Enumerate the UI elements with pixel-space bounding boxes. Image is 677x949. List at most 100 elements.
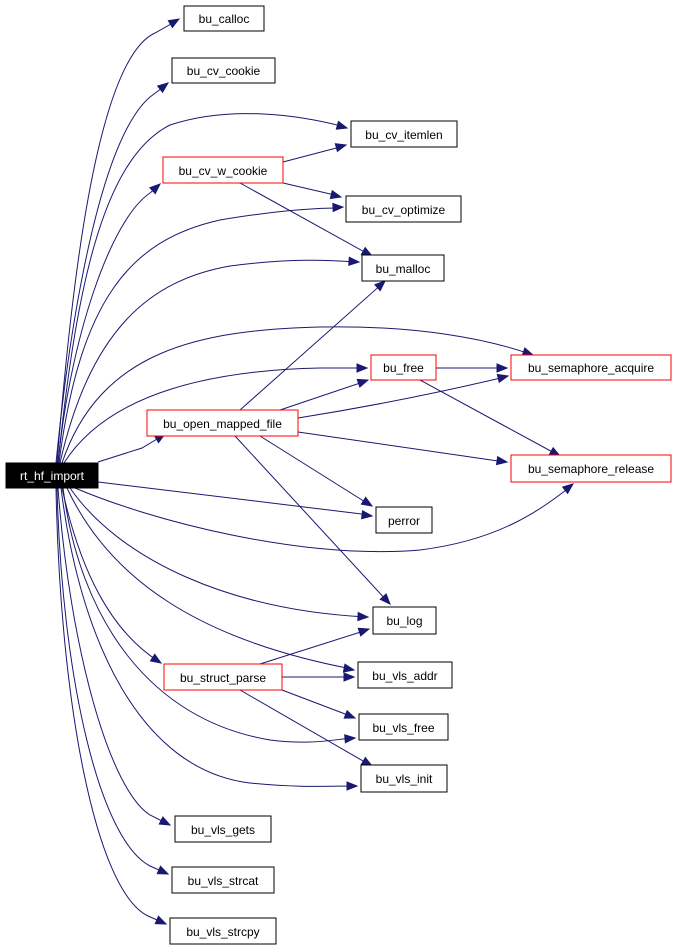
node-label: rt_hf_import — [20, 469, 85, 483]
node-label: bu_cv_itemlen — [365, 128, 442, 142]
node-bu-log[interactable]: bu_log — [372, 606, 437, 635]
edge-struct-parse-vls-free-line — [281, 689, 354, 718]
edge-root-struct-parse-line — [61, 487, 159, 662]
edge-omf-perror-arrowhead — [360, 496, 374, 507]
edge-root-malloc-arrowhead — [348, 256, 361, 267]
edge-root-cv-optimize-arrowhead — [332, 202, 345, 213]
edge-root-vls-init-line — [60, 487, 356, 787]
edge-omf-free — [279, 378, 370, 411]
node-label: bu_vls_strcpy — [186, 925, 259, 939]
edge-omf-free-line — [279, 380, 367, 411]
edge-root-cv-itemlen-line — [57, 113, 346, 464]
edge-root-free-line — [63, 367, 364, 464]
edge-root-vls-gets-line — [57, 487, 169, 825]
edge-struct-parse-vls-addr-arrowhead — [343, 672, 356, 682]
node-label: bu_malloc — [376, 262, 431, 276]
edge-omf-malloc-arrowhead — [374, 280, 387, 292]
edge-struct-parse-log-arrowhead — [357, 627, 371, 637]
edge-root-log — [69, 487, 370, 622]
edge-root-perror-arrowhead — [360, 510, 374, 520]
node-bu-calloc[interactable]: bu_calloc — [183, 5, 265, 32]
edge-omf-malloc-line — [239, 282, 384, 411]
edge-root-vls-addr — [66, 487, 356, 673]
node-label: bu_log — [386, 614, 422, 628]
edge-root-cv-cookie — [55, 82, 170, 464]
edge-root-cv-itemlen-arrowhead — [335, 120, 349, 130]
edge-root-vls-strcpy-line — [55, 487, 165, 924]
edge-root-vls-strcpy-arrowhead — [154, 915, 168, 925]
edge-struct-parse-vls-free — [281, 689, 357, 719]
edge-free-sem-acquire-arrowhead — [496, 363, 509, 373]
edge-root-cv-w-cookie — [57, 183, 162, 464]
edge-omf-perror — [259, 435, 374, 507]
node-bu-vls-free[interactable]: bu_vls_free — [358, 713, 449, 741]
edge-omf-sem-release-line — [297, 431, 506, 463]
node-bu-cv-itemlen[interactable]: bu_cv_itemlen — [350, 120, 458, 148]
edge-root-cv-itemlen — [57, 113, 349, 464]
node-bu-semaphore-release[interactable]: bu_semaphore_release — [510, 454, 672, 483]
node-bu-vls-init[interactable]: bu_vls_init — [360, 764, 448, 793]
edge-root-free — [63, 363, 369, 464]
node-label: bu_vls_init — [376, 772, 433, 786]
node-label: bu_vls_free — [372, 721, 434, 735]
edge-root-calloc-arrowhead — [167, 18, 181, 29]
edge-root-struct-parse — [61, 487, 163, 664]
edge-struct-parse-vls-init-line — [239, 689, 371, 766]
node-label: bu_struct_parse — [180, 671, 266, 685]
node-rt-hf-import[interactable]: rt_hf_import — [5, 462, 99, 489]
node-bu-vls-addr[interactable]: bu_vls_addr — [357, 661, 453, 689]
edge-root-vls-free — [62, 487, 357, 744]
edge-omf-log-arrowhead — [379, 593, 391, 605]
edge-root-cv-optimize-line — [58, 207, 341, 464]
edge-root-open-mapped — [97, 433, 167, 463]
edge-root-sem-acquire — [61, 326, 535, 464]
edge-cv-w-cookie-itemlen — [282, 143, 348, 163]
node-bu-vls-strcat[interactable]: bu_vls_strcat — [171, 866, 275, 894]
node-bu-cv-w-cookie[interactable]: bu_cv_w_cookie — [162, 156, 284, 184]
edge-omf-sem-release — [297, 431, 509, 466]
node-bu-free[interactable]: bu_free — [370, 354, 437, 381]
edge-struct-parse-vls-free-arrowhead — [343, 709, 357, 719]
edge-free-sem-release — [419, 379, 562, 457]
edge-root-log-line — [69, 487, 367, 618]
edge-root-vls-free-arrowhead — [344, 734, 357, 744]
edge-root-vls-addr-arrowhead — [342, 663, 356, 673]
edge-root-sem-acquire-arrowhead — [521, 347, 535, 357]
edge-struct-parse-vls-addr — [282, 672, 356, 682]
node-bu-cv-optimize[interactable]: bu_cv_optimize — [345, 195, 462, 223]
edge-root-vls-init — [60, 487, 359, 791]
node-bu-vls-strcpy[interactable]: bu_vls_strcpy — [169, 917, 277, 945]
node-bu-vls-gets[interactable]: bu_vls_gets — [174, 815, 272, 843]
edge-root-sem-release-line — [74, 486, 571, 553]
edge-root-cv-optimize — [58, 202, 345, 464]
edge-cv-w-cookie-itemlen-line — [282, 145, 345, 163]
edge-root-cv-w-cookie-line — [57, 185, 159, 464]
edge-root-sem-release-arrowhead — [561, 483, 575, 495]
edge-root-cv-w-cookie-arrowhead — [149, 183, 162, 195]
edge-root-log-arrowhead — [357, 611, 370, 622]
edge-root-vls-free-line — [62, 487, 354, 743]
node-bu-struct-parse[interactable]: bu_struct_parse — [163, 663, 283, 691]
node-label: bu_calloc — [199, 12, 250, 26]
edge-root-vls-addr-line — [66, 487, 353, 670]
edge-root-open-mapped-line — [97, 435, 163, 463]
edge-cv-w-cookie-itemlen-arrowhead — [334, 143, 348, 153]
edge-struct-parse-log-line — [259, 629, 368, 665]
edge-root-vls-init-arrowhead — [346, 781, 359, 791]
edge-root-calloc — [56, 18, 181, 464]
edge-omf-sem-release-arrowhead — [495, 455, 509, 466]
edge-root-malloc — [59, 256, 361, 464]
edge-root-vls-strcat — [56, 487, 170, 875]
edge-root-sem-acquire-line — [61, 326, 531, 464]
node-bu-semaphore-acquire[interactable]: bu_semaphore_acquire — [510, 354, 672, 381]
node-label: bu_cv_optimize — [362, 203, 446, 217]
node-bu-cv-cookie[interactable]: bu_cv_cookie — [171, 57, 276, 84]
edge-root-vls-strcat-arrowhead — [156, 865, 170, 875]
node-bu-malloc[interactable]: bu_malloc — [361, 254, 445, 282]
edge-omf-sem-acquire-arrowhead — [496, 373, 510, 384]
node-bu-open-mapped-file[interactable]: bu_open_mapped_file — [146, 409, 299, 437]
node-perror[interactable]: perror — [375, 506, 433, 534]
edge-cv-w-cookie-malloc-line — [239, 182, 371, 256]
edge-cv-w-cookie-optimize — [282, 182, 343, 200]
